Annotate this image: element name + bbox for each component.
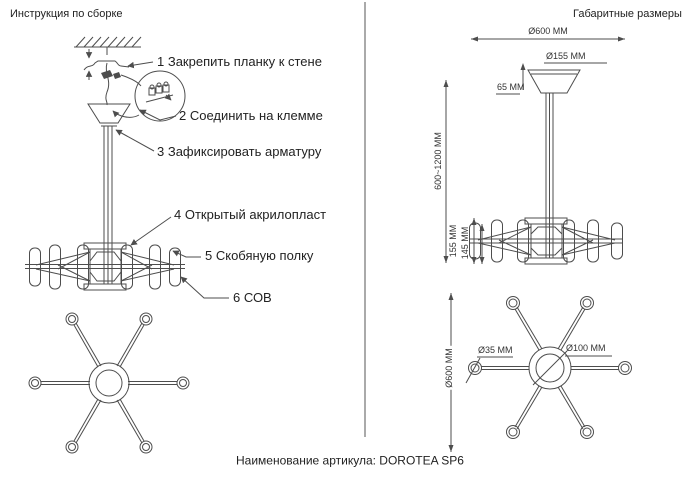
rod-right xyxy=(545,93,554,258)
dim-canopy-diameter-label: Ø155 MM xyxy=(546,51,586,61)
dim-overall-width-label: Ø600 MM xyxy=(528,26,568,37)
dim-body-height-outer-label: 155 MM xyxy=(448,224,459,258)
dim-shade-diameter-label: Ø35 MM xyxy=(478,345,513,355)
mounting-bracket xyxy=(83,49,130,106)
dim-overall-width xyxy=(471,36,625,42)
dim-hanging-height xyxy=(443,80,449,263)
dim-plan-diameter-label: Ø600 MM xyxy=(444,346,455,390)
step-3-label: 3 Зафиксировать арматуру xyxy=(157,144,322,159)
dim-canopy-height-label: 65 MM xyxy=(497,82,525,92)
dim-body-height-inner-label: 145 MM xyxy=(460,226,471,260)
canopy-right xyxy=(496,62,607,95)
dim-hanging-height-label: 600~1200 MM xyxy=(433,132,444,190)
canopy-left xyxy=(87,103,131,127)
step-5-label: 5 Скобяную полку xyxy=(205,248,314,263)
step-4-label: 4 Открытый акрилопласт xyxy=(174,207,327,222)
step-2-label: 2 Соединить на клемме xyxy=(179,108,323,123)
left-section-title: Инструкция по сборке xyxy=(10,8,123,20)
rod-left xyxy=(103,126,113,284)
plan-view-right xyxy=(465,296,632,439)
step-1-label: 1 Закрепить планку к стене xyxy=(157,54,322,69)
step-6-label: 6 СОВ xyxy=(233,290,272,305)
plan-view-left xyxy=(28,312,190,454)
article-name-footer: Наименование артикула: DOROTEA SP6 xyxy=(236,453,464,468)
step-leader-lines xyxy=(115,61,229,299)
dim-body-heights xyxy=(471,218,485,264)
ceiling-hatch xyxy=(74,36,142,55)
body-side-view-right xyxy=(469,217,623,265)
body-side-view-left xyxy=(25,242,185,291)
terminal-detail-circle xyxy=(112,70,186,122)
dim-hub-diameter-label: Ø100 MM xyxy=(566,343,606,353)
right-section-title: Габаритные размеры xyxy=(573,8,682,20)
